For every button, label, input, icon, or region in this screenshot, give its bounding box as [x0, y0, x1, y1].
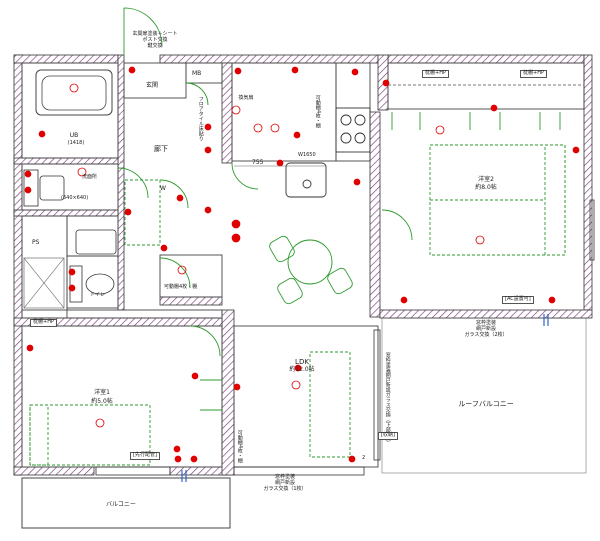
window-note-b-2: 網戸新設 [274, 479, 295, 486]
entrance-note-line-2: ポスト交換 [142, 36, 168, 43]
kitchen-note: W1650 [298, 152, 316, 158]
closet-rails [391, 112, 561, 130]
balcony-label: バルコニー [106, 501, 136, 508]
room-label-yoshitsu2: 洋室2 [478, 176, 494, 183]
washbasin [23, 169, 117, 255]
window-note-b-1: 窓枠塗装 [274, 474, 295, 480]
closet-hp-2: 枕棚+HP [520, 70, 547, 78]
outlet-markers [181, 314, 549, 482]
ventilation-fan: 換気扇 [238, 95, 254, 101]
roof-balcony-label: ルーフバルコニー [458, 400, 514, 408]
ub-size: (1418) [67, 140, 85, 146]
window-note-bottom: 窓枠塗装 網戸新設 ガラス交換（1枚） [263, 474, 307, 492]
room-label-senmenjo: 洗面所 [82, 174, 98, 180]
storage-note: 可動棚4枚・棚 [164, 284, 198, 290]
entrance-door-note: 玄関扉塗装＋シート ポスト交換 鍵交換 [132, 31, 178, 49]
roof-balcony-outline [381, 317, 587, 474]
entrance-note-line-3: 鍵交換 [147, 42, 163, 49]
yoshitsu2-size: 約8.0帖 [475, 184, 497, 191]
door-swings [117, 7, 413, 411]
ac-label: [AC設置可] [502, 296, 534, 304]
mb-label: MB [192, 70, 202, 77]
window-note-r-2: 網戸新設 [475, 325, 496, 332]
closet-hp-1: 枕棚+HP [422, 70, 449, 78]
electrical-fixtures [24, 66, 580, 463]
interior-walls [21, 62, 585, 468]
w-mark: W [160, 185, 166, 192]
bathtub [35, 69, 113, 116]
closet-hp-3: 枕棚+HP [30, 319, 57, 327]
dimension-755: 755 [252, 159, 264, 166]
balcony-outline [21, 477, 231, 529]
flooring-note: フロアタイル床貼り [197, 96, 204, 141]
dining-set [269, 235, 353, 305]
shower-area [23, 257, 65, 309]
room-label-genkan: 玄関 [146, 82, 159, 89]
storage-box-label: [収納] [378, 432, 398, 440]
room-label-ps: PS [32, 239, 40, 246]
yoshitsu1-size: 約5.0帖 [91, 398, 113, 405]
furniture [29, 144, 566, 466]
ldk-size: 約12.0帖 [289, 366, 315, 373]
laundry-size: (640×640) [61, 195, 89, 201]
kitchen-sink [285, 162, 327, 198]
room-label-rouka: 廊下 [154, 145, 168, 153]
entrance-note-line-1: 玄関扉塗装＋シート [132, 31, 178, 37]
room-label-ldk: LDK [295, 358, 309, 366]
dimension-lines [120, 161, 326, 167]
window-note-r-1: 窓枠塗装 [475, 320, 496, 326]
room-label-yoshitsu1: 洋室1 [94, 389, 110, 396]
window-note-right: 窓枠塗装 網戸新設 ガラス交換（2枚） [464, 320, 508, 338]
window-note-r-3: ガラス交換（2枚） [464, 331, 508, 338]
room-label-ub: UB [69, 132, 79, 139]
room-label-toilet: トイレ [90, 292, 106, 298]
window-note-vertical: 窓枠塗装網戸新設ガラス交換（下部2枚） [384, 352, 391, 446]
pre-piping-label: [先行配管] [130, 452, 160, 460]
storage-note-vertical: 可動棚4枚・棚 [236, 430, 243, 464]
toilet [69, 265, 115, 303]
lighting-points [69, 83, 485, 428]
window-note-b-3: ガラス交換（1枚） [263, 485, 307, 492]
marker-2: 2 [362, 455, 366, 461]
outer-walls [13, 54, 593, 476]
windows [95, 199, 595, 476]
storage-note-kitchen: 可動棚4枚・棚 [314, 95, 321, 129]
kitchen-stove [335, 107, 371, 153]
